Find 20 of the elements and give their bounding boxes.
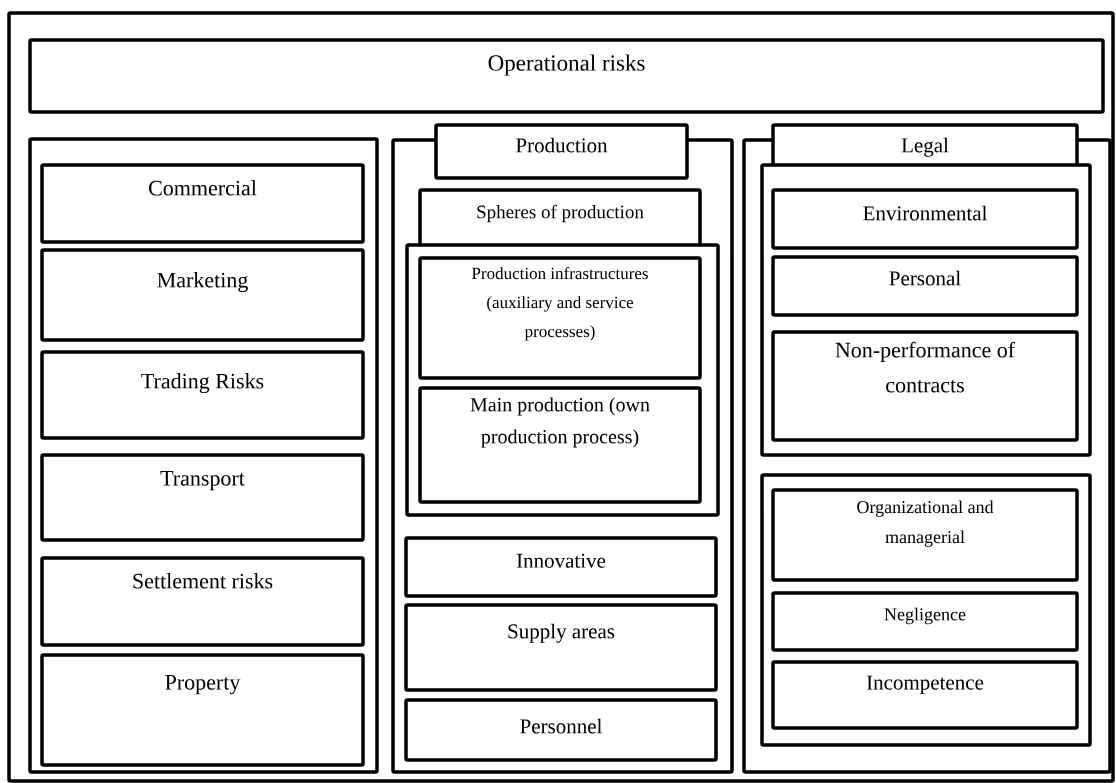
category-box: Negligence [771,591,1079,652]
category-box: Innovative [404,536,718,598]
category-box: Property [40,653,365,767]
category-box: Transport [40,453,365,542]
category-box: Production infrastructures (auxiliary and service processes) [418,256,702,380]
category-box: Organizational and managerial [771,488,1079,582]
category-box: Settlement risks [40,556,365,647]
title-box: Operational risks [28,38,1105,114]
category-box: Personnel [404,698,718,762]
category-box: Trading Risks [40,350,365,440]
subheading-box: Spheres of production [418,188,702,249]
category-box: Environmental [771,188,1079,250]
category-box: Personal [771,255,1079,317]
category-box: Marketing [40,248,365,342]
category-box: Non-performance of contracts [771,330,1079,442]
category-box: Incompetence [771,660,1079,730]
heading-box: Production [434,123,689,180]
category-box: Main production (own production process) [418,386,702,504]
category-box: Commercial [40,163,365,244]
category-box: Supply areas [404,603,718,692]
